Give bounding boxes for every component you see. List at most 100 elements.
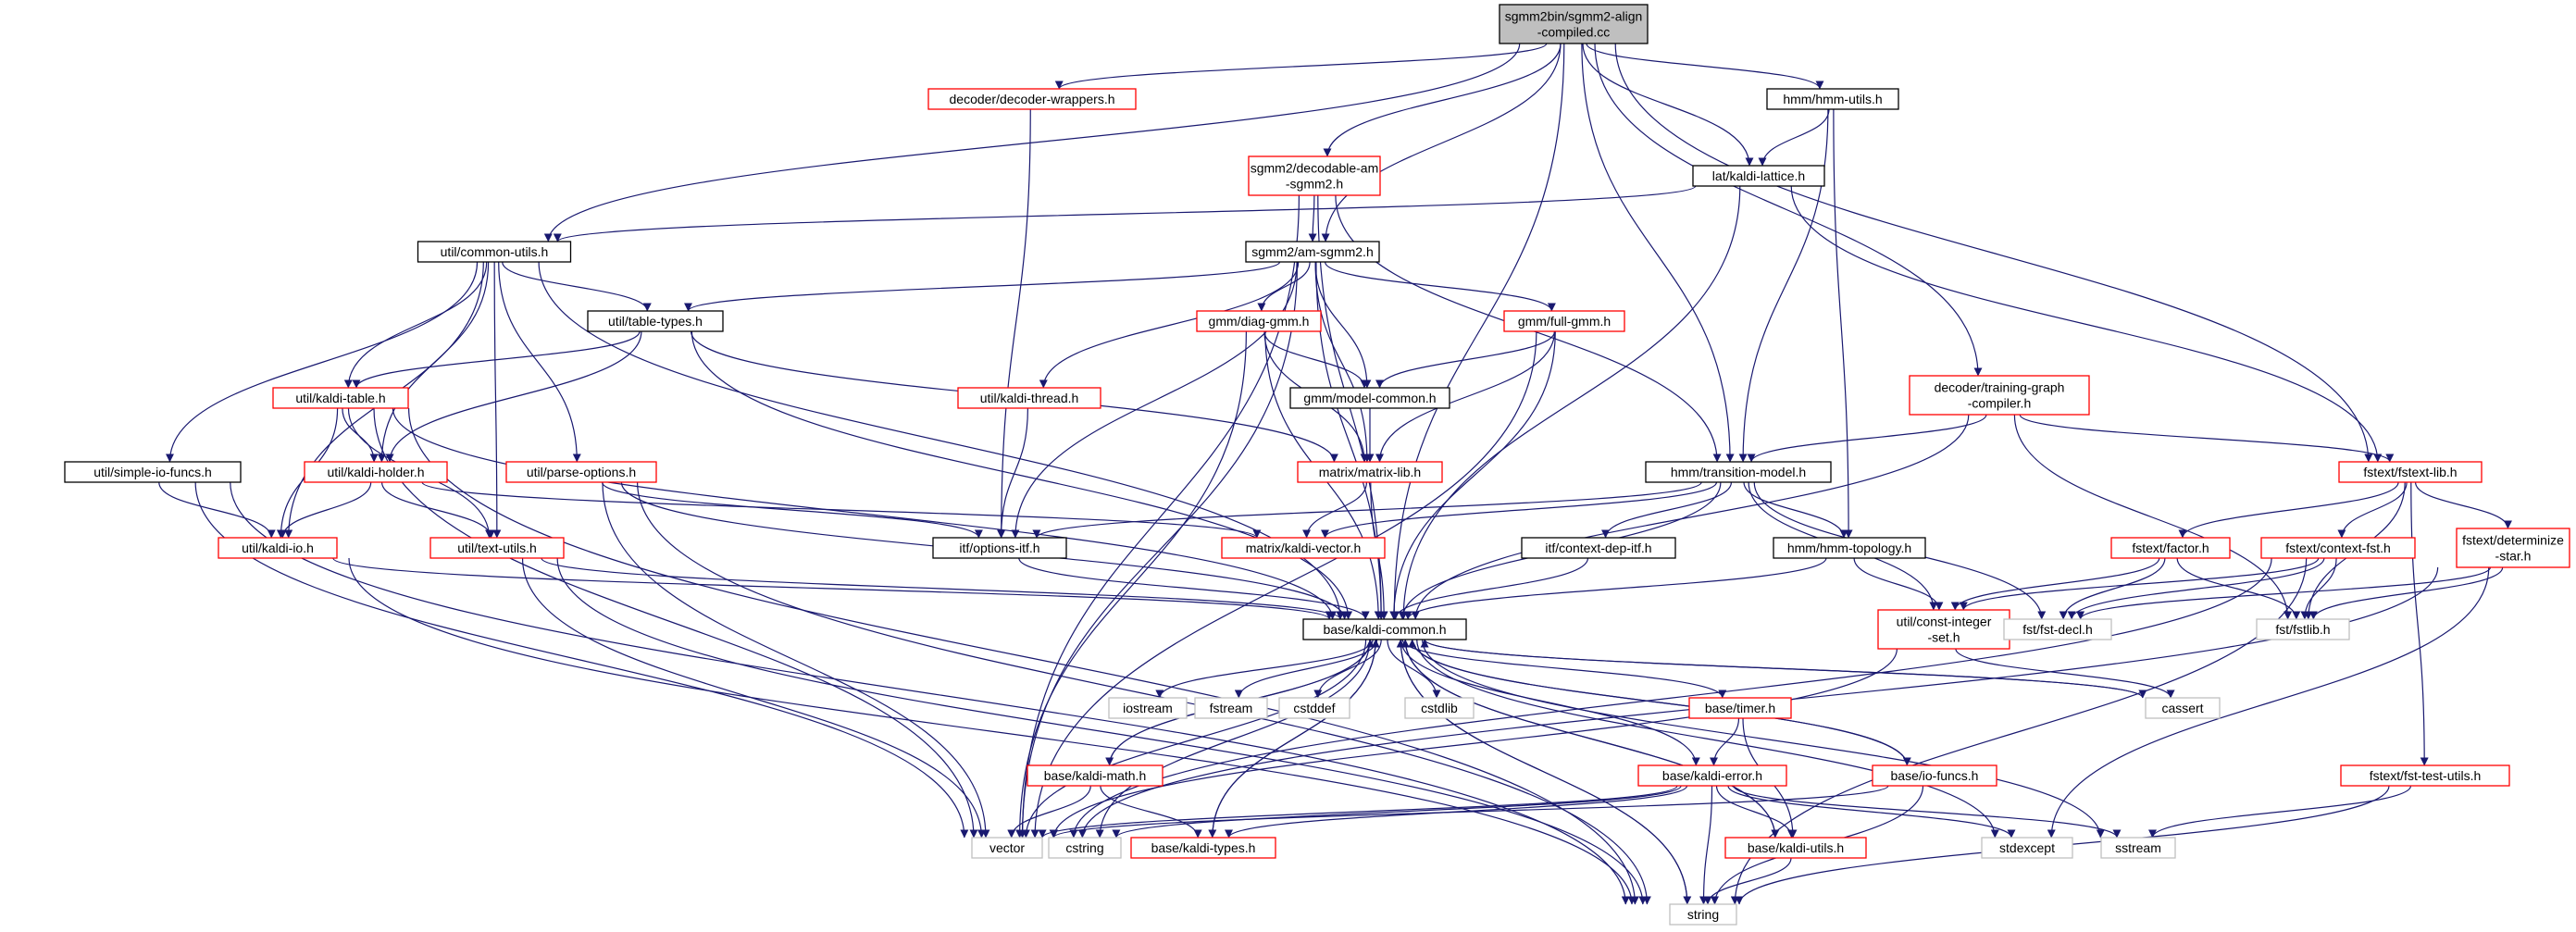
edge-commonutils-to-kalditable (343, 261, 488, 389)
node-amsgmm[interactable]: sgmm2/am-sgmm2.h (1245, 241, 1380, 263)
node-label: util/table-types.h (608, 314, 703, 329)
node-tgc[interactable]: decoder/training-graph-compiler.h (1909, 375, 2090, 416)
edge-fsttestutils-to-sstream (2148, 785, 2412, 839)
node-label: util/kaldi-thread.h (980, 391, 1079, 405)
edge (348, 557, 1636, 905)
node-diaggmm[interactable]: gmm/diag-gmm.h (1196, 310, 1322, 332)
node-label: fstext/context-fst.h (2285, 541, 2391, 555)
node-hmmtopo[interactable]: hmm/hmm-topology.h (1773, 537, 1926, 559)
edge (1586, 43, 1824, 90)
edge (1321, 43, 1562, 242)
node-kaldiholder[interactable]: util/kaldi-holder.h (304, 461, 448, 483)
edge-kaldiio-to-kaldicommon (332, 557, 1334, 620)
node-timer[interactable]: base/timer.h (1688, 697, 1792, 719)
edge (1396, 639, 1688, 905)
node-textutils[interactable]: util/text-utils.h (429, 537, 565, 559)
node-label: base/kaldi-common.h (1323, 622, 1446, 637)
edge (1018, 261, 1299, 839)
edge (1049, 785, 1889, 839)
edge-lattice-to-kaldicommon (1399, 185, 1741, 620)
node-factor[interactable]: fstext/factor.h (2110, 537, 2231, 559)
node-lattice[interactable]: lat/kaldi-lattice.h (1692, 165, 1825, 187)
edge-contextfst-to-fstdecl (2067, 557, 2325, 620)
node-commonutils[interactable]: util/common-utils.h (417, 241, 572, 263)
node-box (957, 387, 1101, 409)
node-box (2260, 537, 2416, 559)
edge (1853, 557, 1944, 611)
node-fsttestutils[interactable]: fstext/fst-test-utils.h (2340, 764, 2510, 787)
edge (1054, 43, 1548, 90)
edge-amsgmm-to-diaggmm (1257, 261, 1311, 312)
node-box (1692, 165, 1825, 187)
node-box (1404, 697, 1475, 719)
node-vector: vector (971, 837, 1043, 859)
node-box (1289, 387, 1450, 409)
node-sstream: sstream (2100, 837, 2176, 859)
node-kaldicommon[interactable]: base/kaldi-common.h (1302, 618, 1467, 640)
node-label: gmm/diag-gmm.h (1209, 314, 1310, 329)
node-determinize[interactable]: fstext/determinize-star.h (2456, 528, 2570, 568)
node-fullgmm[interactable]: gmm/full-gmm.h (1503, 310, 1625, 332)
node-kaldiio[interactable]: util/kaldi-io.h (218, 537, 338, 559)
node-kaldivector[interactable]: matrix/kaldi-vector.h (1221, 537, 1386, 559)
node-box (1108, 697, 1188, 719)
edge (2047, 566, 2490, 839)
node-contextfst[interactable]: fstext/context-fst.h (2260, 537, 2416, 559)
edge (2410, 481, 2429, 766)
node-kalditypes[interactable]: base/kaldi-types.h (1130, 837, 1276, 859)
node-decodable[interactable]: sgmm2/decodable-am-sgmm2.h (1248, 155, 1381, 196)
node-box (1521, 537, 1676, 559)
node-kaldiutils[interactable]: base/kaldi-utils.h (1724, 837, 1867, 859)
node-iofuncs[interactable]: base/io-funcs.h (1872, 764, 1997, 787)
node-cstring: cstring (1048, 837, 1122, 859)
edge-kaldicommon-to-fstream (1234, 639, 1378, 699)
edge-determinize-to-fstdecl (2076, 566, 2491, 620)
node-box (932, 537, 1067, 559)
edge (1738, 108, 1829, 463)
node-stdexcept: stdexcept (1981, 837, 2073, 859)
node-label: base/kaldi-math.h (1044, 768, 1147, 783)
node-simpleio[interactable]: util/simple-io-funcs.h (64, 461, 242, 483)
edge (637, 481, 1651, 905)
node-box (1773, 537, 1926, 559)
node-kaldimath[interactable]: base/kaldi-math.h (1027, 764, 1164, 787)
node-box (64, 461, 242, 483)
edge-iofuncs-to-kaldicommon (1408, 639, 1908, 766)
node-optionsitf[interactable]: itf/options-itf.h (932, 537, 1067, 559)
edge (1400, 639, 1776, 839)
node-box (1669, 903, 1737, 926)
node-fstextlib[interactable]: fstext/fstext-lib.h (2338, 461, 2483, 483)
edge-commonutils-to-simpleio (165, 261, 479, 463)
node-kaldierror[interactable]: base/kaldi-error.h (1637, 764, 1787, 787)
node-label: util/kaldi-holder.h (327, 465, 424, 479)
edge-kaldierror-to-kaldiutils (1715, 785, 1796, 839)
node-box (1196, 310, 1322, 332)
node-parseopts[interactable]: util/parse-options.h (505, 461, 657, 483)
edge (343, 261, 488, 389)
node-box (2110, 537, 2231, 559)
edge (1408, 639, 1908, 766)
node-hmmutils[interactable]: hmm/hmm-utils.h (1766, 88, 1899, 110)
node-decwrap[interactable]: decoder/decoder-wrappers.h (927, 88, 1137, 110)
node-label: base/timer.h (1705, 701, 1775, 715)
node-matrixlib[interactable]: matrix/matrix-lib.h (1297, 461, 1443, 483)
edge (2308, 566, 2504, 620)
node-modelcommon[interactable]: gmm/model-common.h (1289, 387, 1450, 409)
edge (2148, 785, 2412, 839)
node-kalditable[interactable]: util/kaldi-table.h (272, 387, 409, 409)
edge-kaldimath-to-kalditypes (1100, 785, 1202, 839)
node-box (218, 537, 338, 559)
edge (502, 261, 652, 312)
node-transmodel[interactable]: hmm/transition-model.h (1645, 461, 1832, 483)
node-box (429, 537, 565, 559)
node-kaldithread[interactable]: util/kaldi-thread.h (957, 387, 1101, 409)
edge-kaldicommon-to-iostream (1155, 639, 1374, 699)
node-label: fstream (1210, 701, 1253, 715)
edge-amsgmm-to-modelcommon (1314, 261, 1372, 389)
node-label: hmm/transition-model.h (1671, 465, 1806, 479)
edge (421, 481, 1262, 539)
node-constint[interactable]: util/const-integer-set.h (1877, 609, 2010, 650)
node-contextdep[interactable]: itf/context-dep-itf.h (1521, 537, 1676, 559)
node-tabletypes[interactable]: util/table-types.h (587, 310, 724, 332)
edge (2013, 414, 2293, 620)
